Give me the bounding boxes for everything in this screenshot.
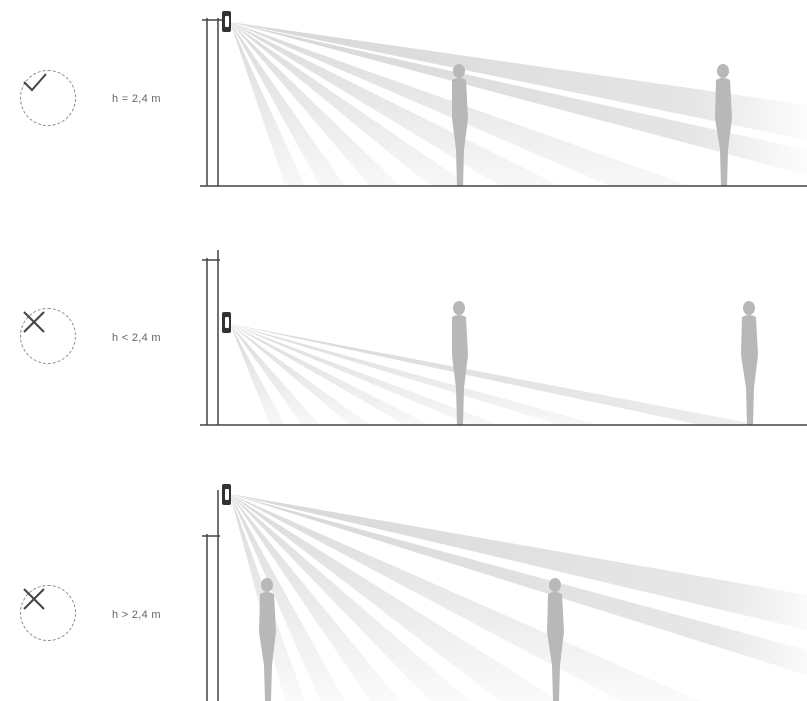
person-figure — [715, 64, 732, 186]
sensor-icon — [222, 11, 231, 32]
height-marker — [202, 258, 220, 425]
scene-high-height — [202, 484, 807, 701]
panel-high-height: h > 2,4 m — [0, 470, 807, 701]
height-label: h < 2,4 m — [112, 332, 161, 344]
status-icon-incorrect — [20, 585, 76, 641]
cross-icon — [23, 588, 45, 610]
scene-low-height — [200, 250, 807, 426]
status-icon-incorrect — [20, 308, 76, 364]
sensor-icon — [222, 312, 231, 333]
cross-icon — [23, 311, 45, 333]
height-label: h > 2,4 m — [112, 609, 161, 621]
detection-beams — [230, 324, 760, 425]
person-figure — [741, 301, 758, 425]
check-icon — [23, 73, 47, 92]
sensor-icon — [222, 484, 231, 505]
panel-correct-height: h = 2,4 m — [0, 0, 807, 200]
panel-low-height: h < 2,4 m — [0, 240, 807, 440]
height-marker — [202, 18, 226, 186]
person-figure — [547, 578, 564, 701]
height-label: h = 2,4 m — [112, 93, 161, 105]
status-icon-correct — [20, 70, 76, 126]
person-figure — [452, 301, 468, 425]
scene-correct-height — [200, 11, 807, 187]
height-marker — [202, 534, 220, 701]
person-figure — [259, 578, 276, 701]
detection-beams — [230, 494, 807, 701]
person-figure — [452, 64, 468, 186]
